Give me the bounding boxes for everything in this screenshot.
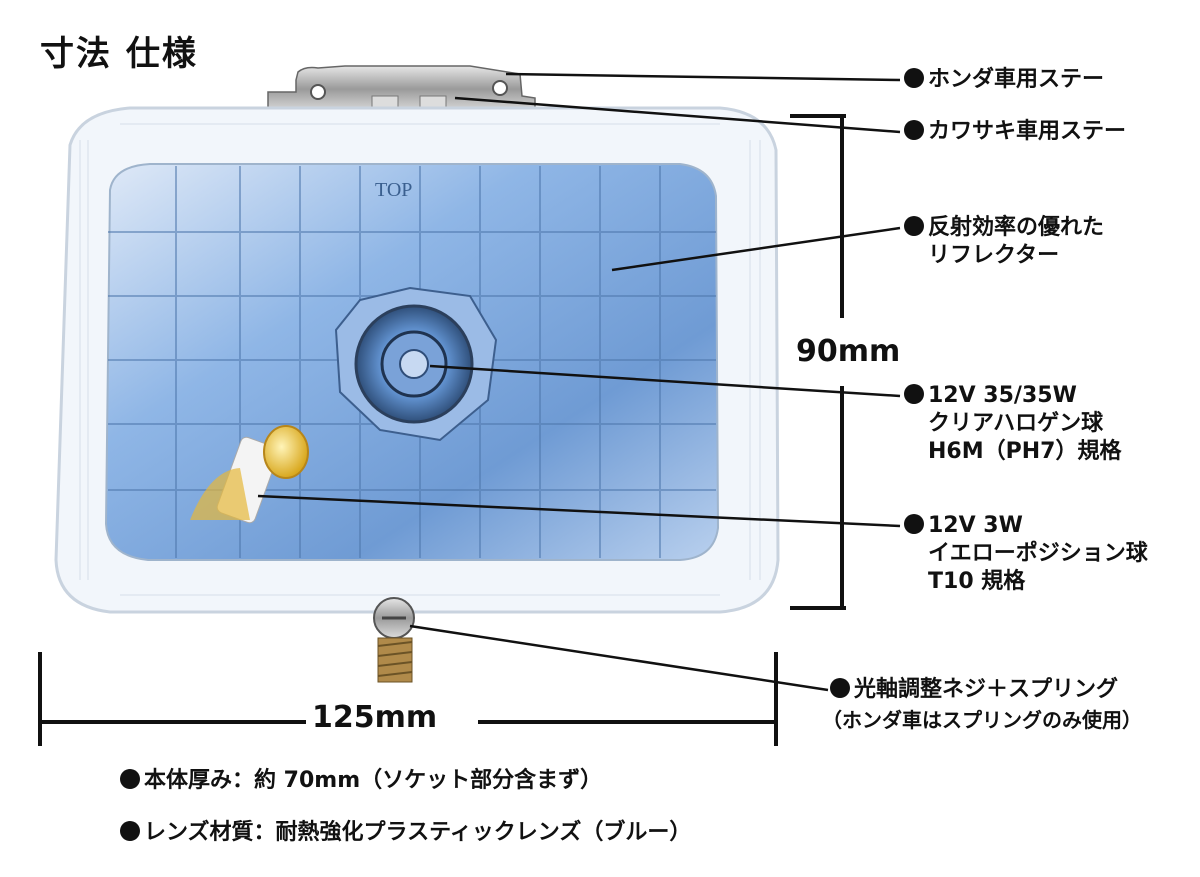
width-dimension (38, 652, 778, 746)
spec-text: 本体厚み：約 70mm（ソケット部分含まず） (144, 768, 603, 793)
spec-text: レンズ材質：耐熱強化プラスティックレンズ（ブルー） (144, 820, 692, 845)
leader-bulb (429, 364, 901, 398)
bullet-dot (830, 678, 850, 698)
callout-reflector: 反射効率の優れた リフレクター (904, 214, 1104, 270)
callout-text: 12V 35/35W (928, 383, 1077, 408)
callout-position-bulb: 12V 3W イエローポジション球 T10 規格 (904, 512, 1148, 596)
bullet-dot (904, 68, 924, 88)
top-mark: TOP (375, 179, 412, 201)
leader-screw (409, 624, 829, 692)
leader-honda (505, 72, 901, 82)
bullet-dot (120, 821, 140, 841)
callout-adjust-screw-note: （ホンダ車はスプリングのみ使用） (822, 708, 1142, 732)
callout-text: H6M（PH7）規格 (928, 439, 1122, 464)
height-label: 90mm (796, 334, 901, 369)
callout-text: ホンダ車用ステー (928, 67, 1105, 92)
leader-reflector (611, 226, 901, 272)
callout-halogen-bulb: 12V 35/35W クリアハロゲン球 H6M（PH7）規格 (904, 382, 1121, 466)
position-bulb (190, 425, 309, 524)
callout-text: クリアハロゲン球 (928, 411, 1104, 436)
leader-position (257, 494, 901, 528)
callout-honda-stay: ホンダ車用ステー (904, 66, 1104, 94)
bullet-dot (904, 384, 924, 404)
spec-lens: レンズ材質：耐熱強化プラスティックレンズ（ブルー） (120, 814, 691, 846)
height-dimension (790, 114, 846, 610)
callout-kawasaki-stay: カワサキ車用ステー (904, 118, 1126, 146)
bullet-dot (904, 514, 924, 534)
page-title: 寸法 仕様 (40, 34, 198, 74)
spec-thickness: 本体厚み：約 70mm（ソケット部分含まず） (120, 762, 602, 794)
bullet-dot (120, 769, 140, 789)
callout-text: リフレクター (928, 243, 1060, 268)
adjust-screw (373, 597, 415, 683)
callout-text: イエローポジション球 (928, 541, 1148, 566)
callout-text: 12V 3W (928, 513, 1023, 538)
callout-text: 反射効率の優れた (928, 215, 1105, 240)
leader-kawasaki (454, 96, 901, 134)
bullet-dot (904, 120, 924, 140)
callout-text: 光軸調整ネジ＋スプリング (854, 677, 1119, 702)
bullet-dot (904, 216, 924, 236)
mounting-bracket (267, 65, 536, 113)
width-label: 125mm (312, 700, 438, 735)
callout-text: カワサキ車用ステー (928, 119, 1127, 144)
callout-adjust-screw: 光軸調整ネジ＋スプリング (830, 676, 1118, 704)
callout-text: T10 規格 (928, 569, 1026, 594)
